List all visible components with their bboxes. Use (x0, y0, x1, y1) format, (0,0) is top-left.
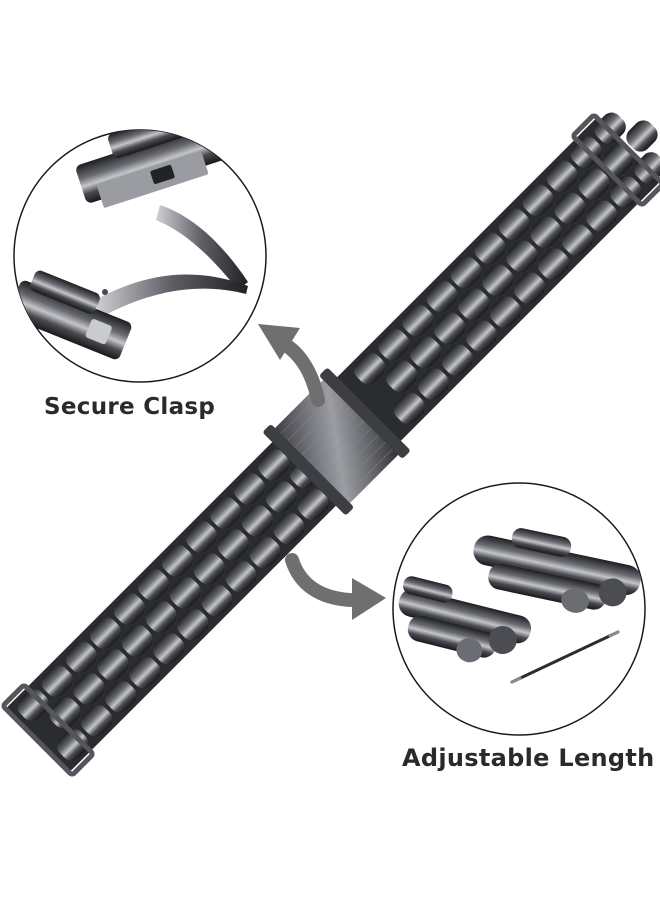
band-link-52 (530, 216, 562, 248)
band-link-22 (217, 529, 249, 561)
band-link-28 (265, 480, 298, 513)
band-link-30 (257, 449, 290, 481)
band-link-23 (225, 560, 257, 593)
band-link-32 (297, 488, 329, 521)
band-link-27 (233, 473, 266, 505)
band-link-44 (465, 320, 498, 352)
band-link-56 (562, 224, 594, 256)
band-link-2 (57, 729, 89, 761)
band-link-36 (378, 328, 410, 361)
band-link-54 (522, 184, 554, 216)
watch-band-image (1, 112, 660, 777)
arrow-to-links-icon (285, 553, 386, 620)
band-link-0 (17, 689, 49, 721)
band-link-55 (554, 192, 586, 224)
band-link-10 (121, 625, 153, 657)
adjustable-length-caption: Adjustable Length (402, 744, 655, 772)
band-link-19 (193, 553, 225, 585)
band-link-61 (602, 144, 634, 176)
band-link-51 (498, 208, 530, 241)
band-link-18 (161, 545, 194, 577)
band-link-64 (626, 120, 658, 152)
band-link-29 (273, 512, 305, 545)
band-link-49 (506, 240, 538, 272)
arrow-to-clasp-icon (258, 324, 325, 407)
band-link-37 (409, 336, 442, 369)
band-link-25 (241, 505, 273, 537)
band-link-41 (441, 344, 474, 376)
band-link-6 (65, 641, 97, 673)
band-link-42 (426, 280, 458, 313)
band-link-33 (354, 352, 386, 385)
band-link-39 (402, 304, 434, 337)
band-link-7 (97, 649, 129, 681)
band-link-5 (81, 705, 113, 737)
band-link-21 (185, 521, 218, 553)
band-link-26 (249, 536, 281, 569)
band-link-4 (73, 673, 105, 705)
band-link-43 (458, 288, 490, 320)
band-link-8 (105, 681, 137, 713)
band-link-50 (513, 272, 546, 304)
band-link-13 (145, 601, 177, 633)
band-link-53 (537, 248, 570, 280)
band-link-46 (482, 264, 514, 296)
band-link-20 (201, 584, 233, 617)
band-link-3 (41, 665, 73, 697)
band-link-34 (385, 360, 418, 393)
band-link-38 (417, 368, 450, 400)
band-link-57 (546, 160, 578, 192)
band-link-12 (113, 593, 146, 625)
links-detail-image (392, 482, 646, 736)
band-link-16 (169, 577, 201, 609)
band-link-45 (450, 256, 482, 289)
band-link-47 (489, 296, 522, 328)
band-link-58 (578, 168, 610, 200)
band-link-15 (137, 569, 170, 601)
band-link-40 (434, 312, 466, 344)
band-link-17 (177, 608, 209, 641)
band-link-11 (129, 657, 161, 689)
clasp-detail-image (13, 129, 267, 383)
band-link-48 (474, 232, 506, 265)
band-link-59 (586, 200, 618, 232)
band-link-35 (393, 392, 426, 424)
band-link-9 (89, 617, 121, 649)
band-link-14 (153, 632, 185, 665)
secure-clasp-caption: Secure Clasp (44, 394, 216, 420)
band-link-24 (209, 497, 242, 529)
